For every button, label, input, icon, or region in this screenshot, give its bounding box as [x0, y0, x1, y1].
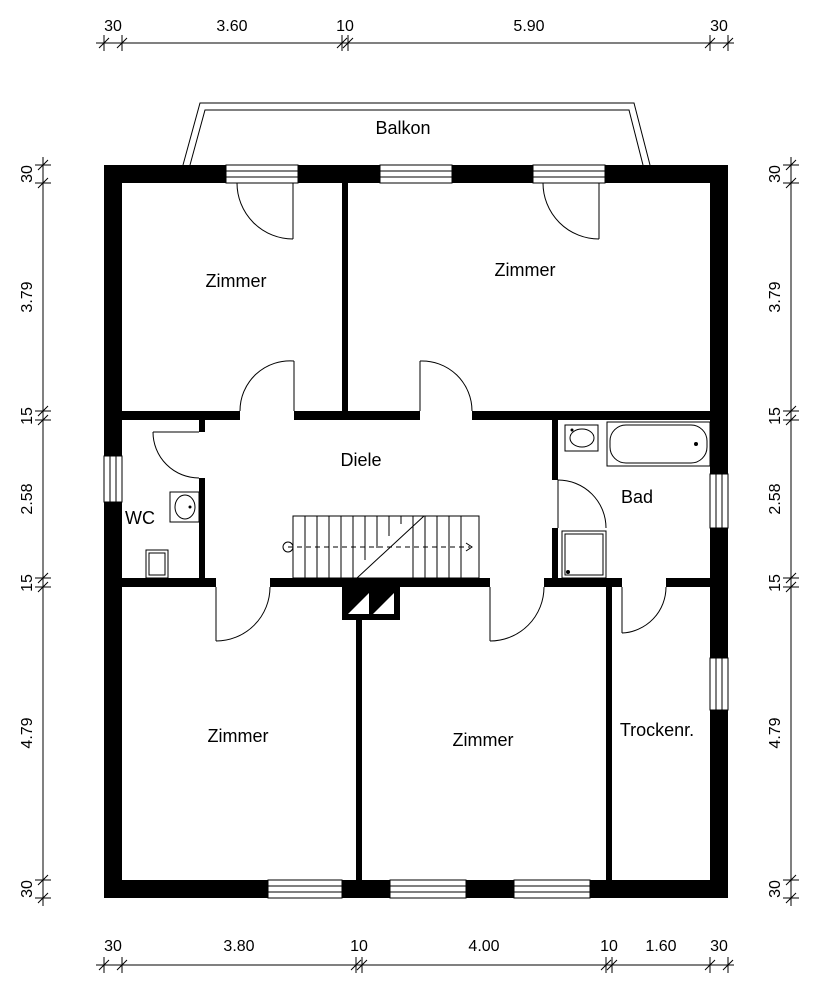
window-top-2	[379, 164, 453, 184]
dim-right-6: 30	[767, 880, 784, 898]
dim-bottom-6: 30	[710, 938, 728, 955]
door-top-left-room	[239, 360, 295, 420]
dim-left-4: 15	[19, 574, 36, 592]
walls	[104, 165, 728, 898]
window-top-1	[225, 164, 299, 184]
staircase	[282, 515, 480, 579]
window-bottom-1	[267, 879, 343, 899]
dim-bottom-1: 3.80	[223, 938, 254, 955]
dim-bottom-5: 1.60	[645, 938, 676, 955]
door-wc	[152, 431, 205, 479]
door-bath	[552, 479, 607, 529]
dim-left-3: 2.58	[19, 483, 36, 514]
label-bath: Bad	[621, 487, 653, 507]
dim-top-2: 10	[336, 18, 354, 35]
label-balcony: Balkon	[375, 118, 430, 138]
window-bath	[709, 473, 729, 529]
dim-left-5: 4.79	[19, 717, 36, 748]
wall-top-rooms-divider	[342, 183, 348, 411]
outer-wall-right	[710, 165, 728, 898]
window-bottom-2	[389, 879, 467, 899]
dim-right-4: 15	[767, 574, 784, 592]
dim-left-0: 30	[19, 165, 36, 183]
wall-lower-corridor	[122, 578, 710, 587]
wc-washbasin	[169, 491, 200, 523]
door-drying-room	[621, 578, 667, 634]
dim-bottom-3: 4.00	[468, 938, 499, 955]
shower-tray	[561, 530, 607, 579]
dim-right-0: 30	[767, 165, 784, 183]
dim-right-2: 15	[767, 407, 784, 425]
chimney-flue-1	[348, 593, 369, 614]
wall-bottom-right-divider	[606, 587, 612, 880]
chimney-flue-2	[373, 593, 394, 614]
dimension-top: 30 3.60 10 5.90 30	[96, 18, 734, 51]
dim-top-1: 3.60	[216, 18, 247, 35]
window-bottom-3	[513, 879, 591, 899]
label-drying-room: Trockenr.	[620, 720, 694, 740]
label-room-bottom-middle: Zimmer	[453, 730, 514, 750]
wall-bottom-left-divider	[356, 587, 362, 880]
fixtures	[145, 421, 711, 579]
door-balcony-right	[542, 182, 600, 240]
door-bottom-left-room	[215, 578, 271, 642]
dim-left-1: 3.79	[19, 281, 36, 312]
outer-wall-left	[104, 165, 122, 898]
dim-bottom-0: 30	[104, 938, 122, 955]
wall-wc-hall	[199, 420, 205, 578]
dimension-right: 30 3.79 15 2.58 15 4.79 30	[767, 157, 799, 906]
dim-top-4: 30	[710, 18, 728, 35]
dim-top-3: 5.90	[513, 18, 544, 35]
dim-left-2: 15	[19, 407, 36, 425]
label-hall: Diele	[340, 450, 381, 470]
label-room-bottom-left: Zimmer	[208, 726, 269, 746]
label-room-top-left: Zimmer	[206, 271, 267, 291]
balcony	[182, 102, 651, 166]
windows	[103, 164, 729, 899]
label-wc: WC	[125, 508, 155, 528]
dim-bottom-2: 10	[350, 938, 368, 955]
dimension-left: 30 3.79 15 2.58 15 4.79 30	[19, 157, 51, 906]
door-top-right-room	[419, 360, 473, 420]
label-room-top-right: Zimmer	[495, 260, 556, 280]
dim-right-5: 4.79	[767, 717, 784, 748]
room-labels: Balkon Zimmer Zimmer Diele WC Bad Zimmer…	[125, 118, 694, 750]
door-balcony-left	[236, 182, 294, 240]
doors	[152, 182, 667, 642]
wall-upper-corridor	[122, 411, 710, 420]
dim-right-3: 2.58	[767, 483, 784, 514]
dimension-bottom: 30 3.80 10 4.00 10 1.60 30	[96, 938, 734, 973]
bath-washbasin	[564, 424, 599, 452]
dim-right-1: 3.79	[767, 281, 784, 312]
toilet	[145, 549, 169, 579]
window-top-3	[532, 164, 606, 184]
dim-bottom-4: 10	[600, 938, 618, 955]
bathtub	[606, 421, 711, 467]
window-wc	[103, 455, 123, 503]
door-bottom-middle-room	[489, 578, 545, 642]
dim-top-0: 30	[104, 18, 122, 35]
window-drying-room	[709, 657, 729, 711]
dim-left-6: 30	[19, 880, 36, 898]
